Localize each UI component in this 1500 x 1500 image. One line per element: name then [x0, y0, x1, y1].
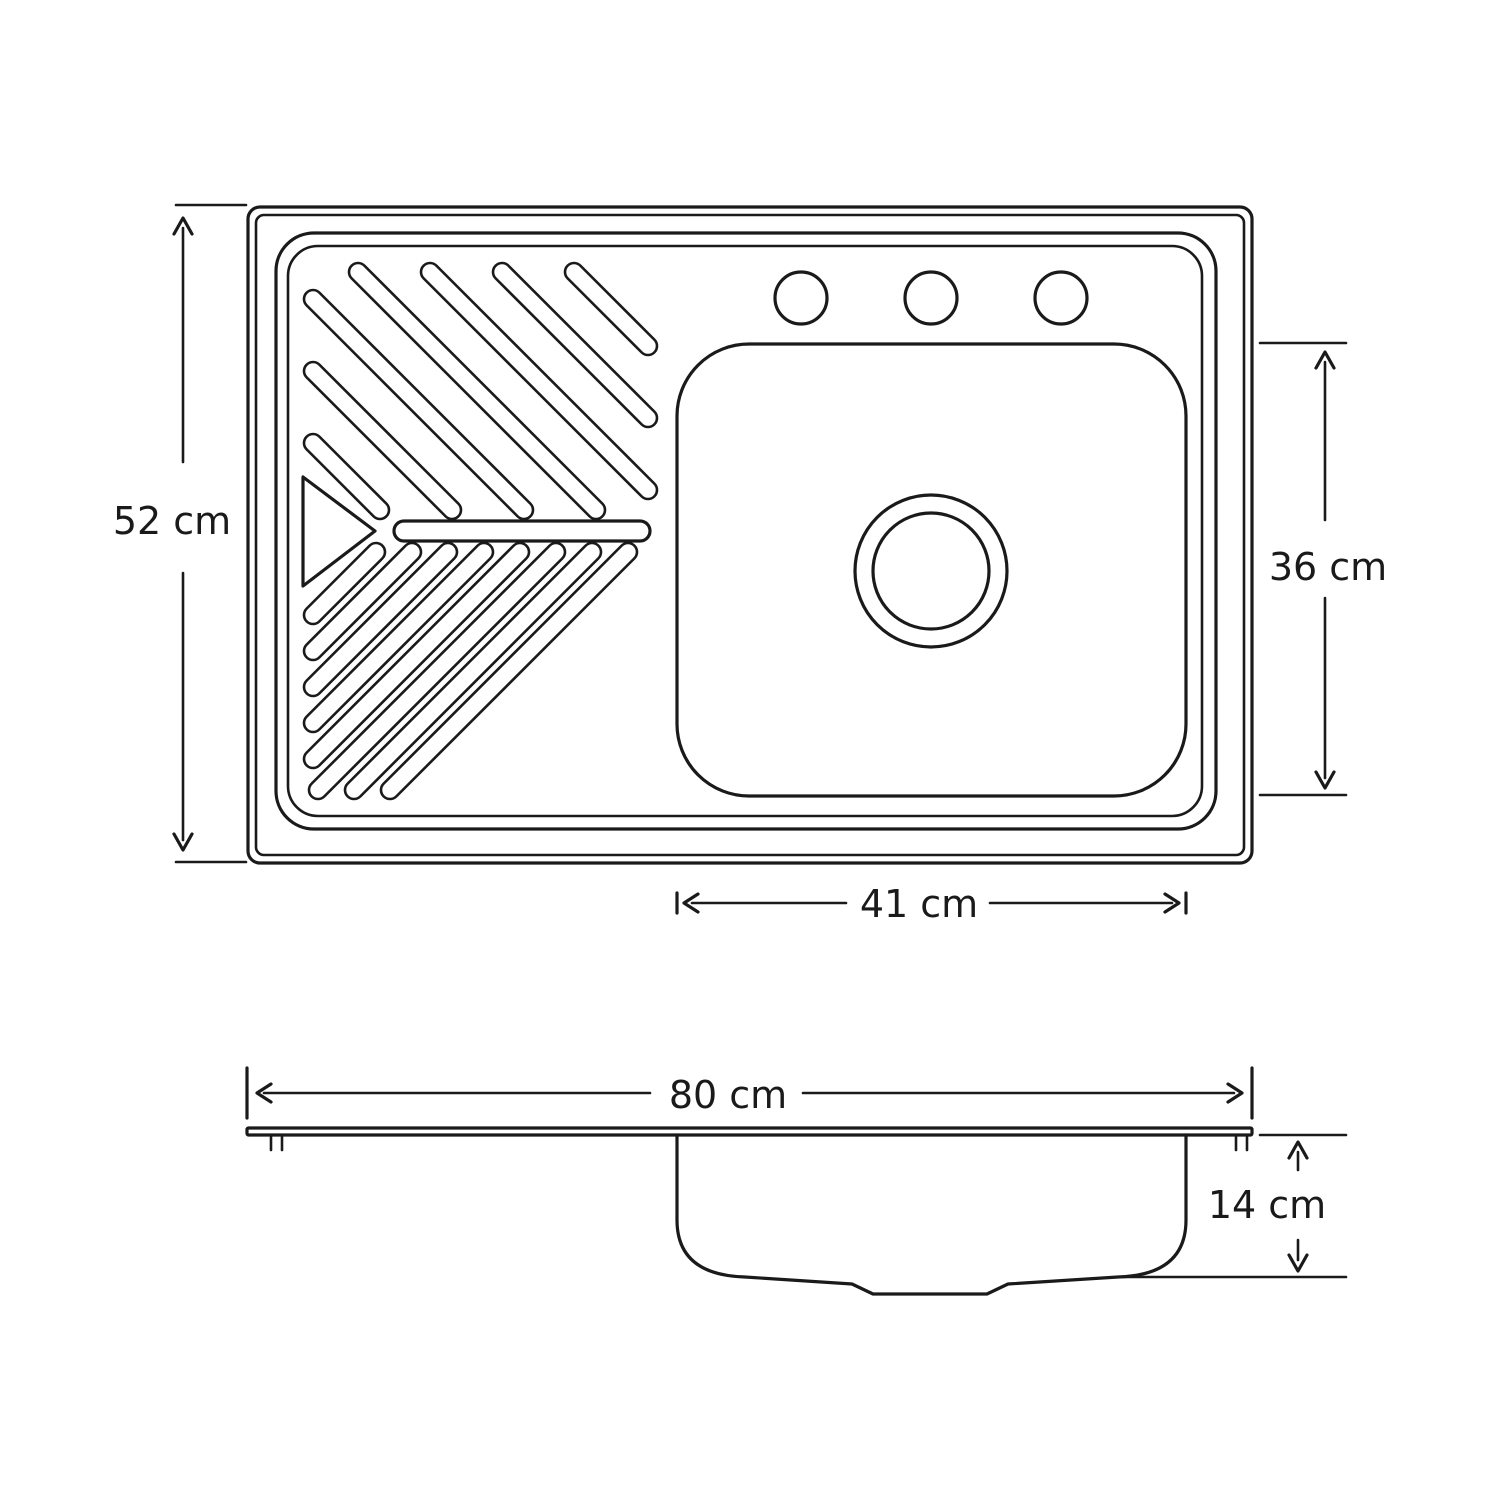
dimension-80cm: 80 cm: [245, 1066, 1254, 1120]
sink-deck-inner: [286, 244, 1204, 818]
sink-deck-outline: [274, 231, 1218, 831]
drain-rib-lower: [302, 541, 387, 626]
side-rim-plate: [245, 1126, 1254, 1137]
side-bowl-profile: [675, 1133, 1188, 1296]
drain-rib-upper: [563, 261, 659, 357]
drain-outer-ring: [853, 493, 1009, 649]
drain-rib-upper: [347, 261, 607, 521]
drainboard-triangle-channel: [301, 475, 377, 588]
dimension-41cm: 41 cm: [675, 882, 1188, 926]
dimension-label-80cm: 80 cm: [669, 1073, 787, 1117]
faucet-hole-center: [903, 270, 959, 326]
sink-side-view: [245, 1126, 1254, 1296]
dimension-label-36cm: 36 cm: [1269, 545, 1387, 589]
dimension-label-41cm: 41 cm: [860, 882, 978, 926]
drain-rib-upper: [419, 261, 659, 501]
drainboard-center-groove: [392, 519, 652, 543]
dimension-52cm: 52 cm: [113, 203, 248, 864]
dimension-14cm: 14 cm: [1116, 1133, 1348, 1279]
faucet-hole-right: [1033, 270, 1089, 326]
sink-outer-rim: [246, 205, 1254, 865]
drain-rib-lower: [307, 541, 567, 801]
dimension-label-52cm: 52 cm: [113, 499, 231, 543]
drain-rib-upper: [302, 288, 535, 521]
drain-rib-lower: [302, 541, 531, 770]
drain-rib-lower: [379, 541, 639, 801]
drain-rib-upper: [302, 360, 463, 521]
drain-inner-ring: [871, 511, 991, 631]
drain-rib-lower: [302, 541, 495, 734]
sink-rim-inner-edge: [254, 213, 1246, 857]
dimension-label-14cm: 14 cm: [1208, 1183, 1326, 1227]
drain-rib-lower: [343, 541, 603, 801]
dimension-36cm: 36 cm: [1258, 341, 1387, 797]
drain-rib-lower: [302, 541, 423, 662]
faucet-hole-left: [773, 270, 829, 326]
drain-rib-lower: [302, 541, 459, 698]
sink-top-view: [246, 205, 1254, 865]
drainboard: [301, 261, 659, 801]
drain-rib-upper: [491, 261, 659, 429]
drain-rib-upper: [302, 432, 391, 521]
sink-bowl: [675, 342, 1188, 798]
